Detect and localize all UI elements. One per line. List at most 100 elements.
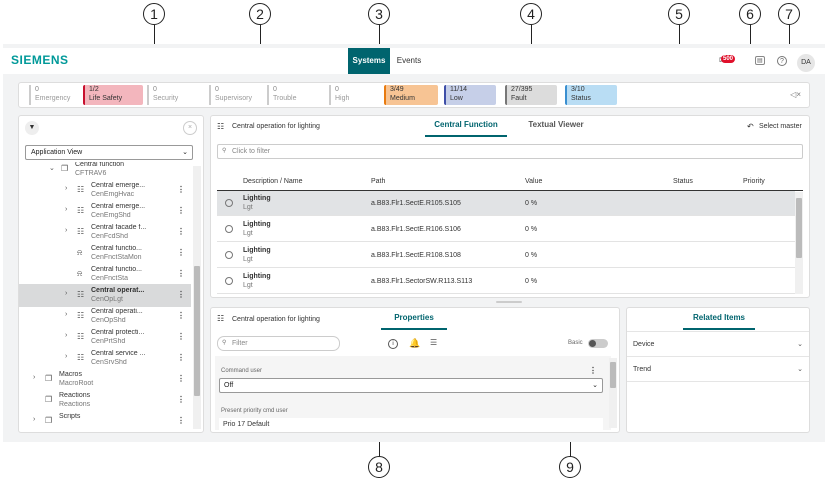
kebab-icon[interactable]: ⋮ xyxy=(177,416,185,425)
central-filter-input[interactable]: ⚲ Click to filter xyxy=(217,144,803,159)
info-icon[interactable]: i xyxy=(388,339,398,349)
pane-splitter[interactable] xyxy=(496,301,522,303)
chevron-right-icon[interactable]: › xyxy=(33,416,36,423)
chevron-right-icon[interactable]: › xyxy=(65,353,68,360)
mute-icon[interactable]: ◁× xyxy=(790,90,801,99)
tree-item[interactable]: ⍾Central functio...CenFnctStaMon⋮ xyxy=(19,242,191,265)
chevron-down-icon[interactable]: ⌄ xyxy=(797,341,803,348)
col-priority[interactable]: Priority xyxy=(743,178,765,185)
chevron-right-icon[interactable]: › xyxy=(65,227,68,234)
kebab-icon[interactable]: ⋮ xyxy=(177,374,185,383)
central-title: Central operation for lighting xyxy=(232,123,320,130)
tab-textual-viewer[interactable]: Textual Viewer xyxy=(528,120,584,129)
tree-item[interactable]: ›☷Central operati...CenOpShd⋮ xyxy=(19,305,191,328)
kebab-icon[interactable]: ⋮ xyxy=(177,248,185,257)
tab-systems[interactable]: Systems xyxy=(348,48,390,74)
tree-scrollbar[interactable] xyxy=(193,166,201,429)
chevron-right-icon[interactable]: › xyxy=(65,290,68,297)
col-description[interactable]: Description / Name xyxy=(243,178,303,185)
summary-count: 0 xyxy=(335,86,339,93)
cell-value: 0 % xyxy=(525,252,538,259)
tree-item[interactable]: ›☷Central operat...CenOpLgt⋮ xyxy=(19,284,191,307)
tree-item[interactable]: ›❐Scripts⋮ xyxy=(19,410,191,425)
select-master-button[interactable]: Select master xyxy=(759,123,802,130)
kebab-icon[interactable]: ⋮ xyxy=(177,185,185,194)
chevron-down-icon[interactable]: ⌄ xyxy=(797,366,803,373)
kebab-icon[interactable]: ⋮ xyxy=(177,206,185,215)
chevron-right-icon[interactable]: › xyxy=(33,374,36,381)
col-status[interactable]: Status xyxy=(673,178,693,185)
command-kebab-icon[interactable]: ⋮ xyxy=(589,366,597,375)
chevron-right-icon[interactable]: › xyxy=(65,185,68,192)
tree-item[interactable]: ⍾Central functio...CenFnctSta⋮ xyxy=(19,263,191,286)
col-path[interactable]: Path xyxy=(371,178,386,185)
display-icon[interactable]: ▤ xyxy=(755,56,765,65)
avatar[interactable]: DA xyxy=(797,54,815,72)
tree-item[interactable]: ›☷Central facade f...CenFcdShd⋮ xyxy=(19,221,191,244)
divider xyxy=(627,331,809,332)
view-select[interactable]: Application View ⌄ xyxy=(25,145,193,160)
tree-item-label: Central protecti... xyxy=(91,329,145,336)
kebab-icon[interactable]: ⋮ xyxy=(177,332,185,341)
properties-scroll-thumb[interactable] xyxy=(610,362,616,388)
kebab-icon[interactable]: ⋮ xyxy=(177,269,185,278)
tab-central-function[interactable]: Central Function xyxy=(425,120,507,137)
list-icon[interactable]: ☰ xyxy=(430,338,438,347)
tab-related-items[interactable]: Related Items xyxy=(683,313,755,330)
related-item[interactable]: Trend ⌄ xyxy=(627,357,809,382)
tab-properties[interactable]: Properties xyxy=(381,313,447,330)
table-scrollbar[interactable] xyxy=(795,192,803,294)
object-icon xyxy=(225,199,233,207)
tree-scroll-thumb[interactable] xyxy=(194,266,200,396)
chevron-down-icon[interactable]: ⌄ xyxy=(49,165,55,172)
related-item[interactable]: Device⌄ xyxy=(627,332,809,357)
tree-item[interactable]: ›☷Central service ...CenSrvShd⋮ xyxy=(19,347,191,370)
kebab-icon[interactable]: ⋮ xyxy=(177,227,185,236)
basic-toggle[interactable] xyxy=(588,339,608,348)
chevron-right-icon[interactable]: › xyxy=(65,206,68,213)
bell-icon[interactable]: 🔔 xyxy=(409,338,421,348)
tree-item-label: Central service ... xyxy=(91,350,146,357)
kebab-icon[interactable]: ⋮ xyxy=(177,311,185,320)
tree-item[interactable]: ›☷Central protecti...CenPrtShd⋮ xyxy=(19,326,191,349)
help-icon[interactable]: ? xyxy=(777,56,787,66)
tree-item[interactable]: ›☷Central emerge...CenEmgHvac⋮ xyxy=(19,179,191,202)
chevron-right-icon[interactable]: › xyxy=(65,311,68,318)
kebab-icon[interactable]: ⋮ xyxy=(177,395,185,404)
properties-scrollbar[interactable] xyxy=(609,358,617,428)
section-icon-2: ☷ xyxy=(217,314,225,323)
properties-filter-input[interactable]: ⚲ Filter xyxy=(217,336,340,351)
folder-icon: ❐ xyxy=(45,416,53,425)
table-scroll-thumb[interactable] xyxy=(796,198,802,258)
tree-item[interactable]: ›☷Central emerge...CenEmgShd⋮ xyxy=(19,200,191,223)
chevron-right-icon[interactable]: › xyxy=(65,332,68,339)
kebab-icon[interactable]: ⋮ xyxy=(177,353,185,362)
kebab-icon[interactable]: ⋮ xyxy=(177,290,185,299)
related-item-label: Trend xyxy=(633,366,652,373)
col-value[interactable]: Value xyxy=(525,178,543,185)
callout-3: 3 xyxy=(368,3,390,25)
command-user-select[interactable]: Off ⌄ xyxy=(219,378,603,393)
filter-icon[interactable]: ▼ xyxy=(25,121,39,135)
close-icon[interactable]: × xyxy=(183,121,197,135)
tab-events[interactable]: Events xyxy=(396,56,422,65)
undo-icon[interactable]: ↶ xyxy=(747,122,754,131)
